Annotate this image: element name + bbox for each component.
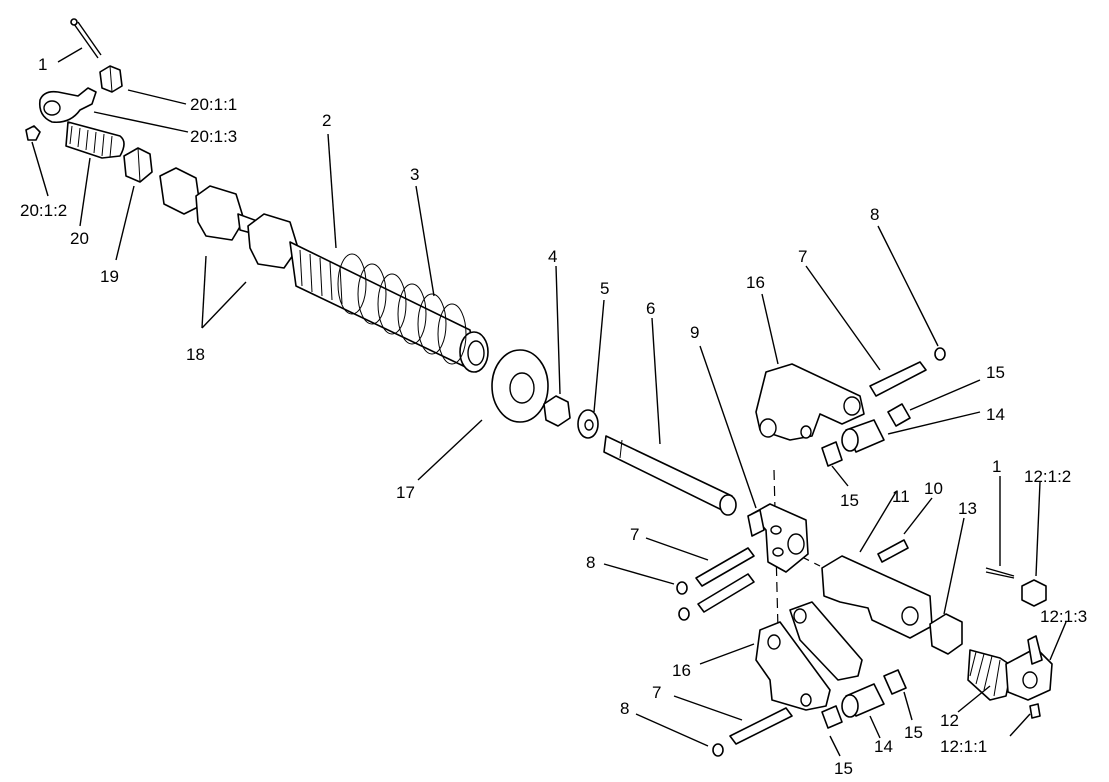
ring-8-lower bbox=[712, 743, 724, 757]
bracket-16-upper bbox=[755, 363, 865, 441]
bushing-15-lower-2 bbox=[883, 669, 907, 695]
bushing-14-lower bbox=[841, 683, 885, 718]
label-16-lower: 16 bbox=[672, 661, 691, 680]
label-9: 9 bbox=[690, 323, 699, 342]
rod-6 bbox=[603, 435, 737, 516]
pin-7-mid-1 bbox=[695, 547, 755, 587]
label-15-lower-1: 15 bbox=[834, 759, 853, 778]
label-12-1-2: 12:1:2 bbox=[1024, 467, 1071, 486]
label-3: 3 bbox=[410, 165, 419, 184]
label-12: 12 bbox=[940, 711, 959, 730]
label-7-upper: 7 bbox=[798, 247, 807, 266]
label-1-top: 1 bbox=[38, 55, 47, 74]
bushing-14-upper bbox=[841, 419, 885, 453]
ring-8-mid-2 bbox=[678, 607, 690, 621]
pin-7-upper bbox=[869, 361, 927, 397]
label-5: 5 bbox=[600, 279, 609, 298]
label-15-upper: 15 bbox=[986, 363, 1005, 382]
castle-nut-top bbox=[99, 65, 123, 93]
label-18: 18 bbox=[186, 345, 205, 364]
nut-13 bbox=[929, 613, 963, 655]
label-20-1-1: 20:1:1 bbox=[190, 95, 237, 114]
bushing-15-lower-1 bbox=[821, 705, 843, 729]
label-1-right: 1 bbox=[992, 457, 1001, 476]
spring-3 bbox=[337, 253, 467, 365]
label-8-lower: 8 bbox=[620, 699, 629, 718]
ring-8-mid-1 bbox=[676, 581, 688, 595]
bracket-16-lower bbox=[755, 601, 863, 711]
pin-7-mid-2 bbox=[697, 573, 755, 613]
cotter-pin-top bbox=[70, 18, 102, 59]
label-15-mid: 15 bbox=[840, 491, 859, 510]
label-19: 19 bbox=[100, 267, 119, 286]
label-20-1-2: 20:1:2 bbox=[20, 201, 67, 220]
grease-fitting-left bbox=[25, 125, 41, 141]
pin-10 bbox=[877, 539, 909, 563]
part-labels: 1 20:1:1 20:1:3 20:1:2 20 19 18 2 3 4 5 … bbox=[20, 55, 1087, 778]
nut-4 bbox=[543, 395, 571, 427]
ball-joint-left bbox=[38, 87, 125, 159]
bushing-15-upper bbox=[887, 403, 911, 427]
shaft-2 bbox=[159, 167, 489, 373]
leader-lines bbox=[31, 47, 1067, 757]
label-12-1-3: 12:1:3 bbox=[1040, 607, 1087, 626]
ball-joint-right bbox=[967, 635, 1053, 701]
label-2: 2 bbox=[322, 111, 331, 130]
label-8-upper: 8 bbox=[870, 205, 879, 224]
label-20-1-3: 20:1:3 bbox=[190, 127, 237, 146]
label-7-mid: 7 bbox=[630, 525, 639, 544]
label-17: 17 bbox=[396, 483, 415, 502]
ring-8-upper bbox=[934, 347, 946, 361]
label-8-mid: 8 bbox=[586, 553, 595, 572]
washer-5 bbox=[577, 409, 599, 439]
bushing-15-mid bbox=[821, 441, 843, 467]
pin-7-lower bbox=[729, 707, 793, 745]
label-14-upper: 14 bbox=[986, 405, 1005, 424]
jam-nut-19 bbox=[123, 147, 153, 183]
label-10: 10 bbox=[924, 479, 943, 498]
label-7-lower: 7 bbox=[652, 683, 661, 702]
label-20: 20 bbox=[70, 229, 89, 248]
cotter-pin-right bbox=[985, 567, 1015, 579]
label-11: 11 bbox=[892, 487, 910, 506]
label-14-lower: 14 bbox=[874, 737, 893, 756]
label-4: 4 bbox=[548, 247, 557, 266]
grease-fitting-right bbox=[1029, 703, 1041, 719]
yoke-block-9 bbox=[747, 503, 809, 573]
label-13: 13 bbox=[958, 499, 977, 518]
label-16-upper: 16 bbox=[746, 273, 765, 292]
block-11 bbox=[821, 555, 933, 639]
label-6: 6 bbox=[646, 299, 655, 318]
label-12-1-1: 12:1:1 bbox=[940, 737, 987, 756]
washer-17 bbox=[491, 349, 549, 423]
label-15-lower-2: 15 bbox=[904, 723, 923, 742]
castle-nut-right bbox=[1021, 579, 1047, 607]
